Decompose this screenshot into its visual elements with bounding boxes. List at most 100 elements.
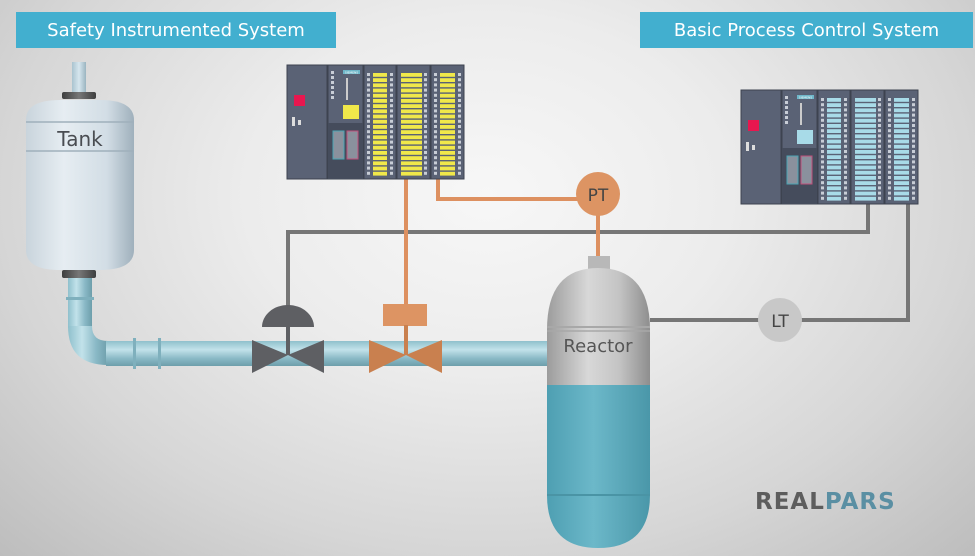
plc-io-led	[390, 140, 393, 144]
plc-io-channel	[827, 139, 841, 144]
plc-switch	[292, 117, 295, 126]
plc-io-led	[434, 171, 437, 175]
plc-io-channel	[855, 124, 876, 128]
plc-brand-label: SIEMENS	[799, 95, 812, 99]
sis-plc-rack[interactable]: SIEMENS	[286, 64, 465, 180]
plc-io-led	[424, 93, 427, 97]
plc-io-led	[821, 134, 824, 138]
plc-io-led	[912, 155, 915, 159]
plc-io-led	[844, 186, 847, 190]
plc-io-led	[424, 88, 427, 92]
realpars-logo: REALPARS	[755, 489, 896, 515]
plc-io-led	[912, 196, 915, 200]
plc-brand-badge	[343, 70, 360, 74]
plc-io-channel	[440, 161, 455, 166]
plc-status-led	[785, 106, 788, 109]
plc-io-led	[367, 88, 370, 92]
plc-io-led	[390, 83, 393, 87]
plc-io-led	[888, 150, 891, 153]
plc-io-led	[367, 109, 370, 113]
plc-io-led	[912, 129, 915, 133]
plc-io-led	[878, 155, 881, 159]
plc-io-led	[844, 134, 847, 138]
plc-io-channel	[894, 170, 909, 175]
plc-io-led	[878, 129, 881, 133]
plc-io-led	[434, 145, 437, 149]
tank-top-flange	[62, 92, 96, 99]
pressure-transmitter[interactable]: PT	[576, 172, 620, 216]
plc-status-led	[785, 111, 788, 114]
plc-io-led	[390, 93, 393, 97]
plc-io-channel	[827, 124, 841, 128]
plc-io-channel	[401, 156, 422, 160]
plc-io-led	[390, 156, 393, 160]
plc-io-channel	[894, 124, 909, 128]
plc-io-led	[888, 170, 891, 174]
plc-status-led	[331, 81, 334, 84]
plc-io-channel	[827, 98, 841, 102]
valve-body	[369, 340, 406, 373]
bpcs-plc-rack[interactable]: SIEMENS	[740, 89, 919, 205]
plc-io-channel	[440, 73, 455, 77]
plc-io-led	[821, 113, 824, 117]
plc-io-led	[912, 139, 915, 143]
reactor-liquid	[547, 385, 650, 548]
bpcs-control-valve[interactable]	[252, 305, 324, 373]
plc-io-led	[390, 166, 393, 170]
plc-io-led	[434, 78, 437, 82]
plc-io-led	[434, 161, 437, 165]
level-transmitter[interactable]: LT	[758, 298, 802, 342]
bpcs-lt-signal-wire	[650, 200, 910, 322]
plc-io-led	[367, 145, 370, 149]
plc-io-led	[424, 73, 427, 76]
plc-io-led	[367, 166, 370, 170]
valve-actuator-box	[383, 304, 427, 326]
plc-io-led	[821, 144, 824, 148]
plc-io-led	[434, 140, 437, 144]
plc-io-channel	[401, 125, 422, 129]
plc-io-led	[888, 165, 891, 169]
plc-io-led	[888, 139, 891, 143]
tank: Tank	[26, 62, 134, 278]
plc-io-led	[458, 140, 461, 144]
plc-io-led	[844, 181, 847, 185]
plc-port-2	[346, 130, 359, 160]
plc-io-led	[888, 191, 891, 195]
plc-io-led	[821, 181, 824, 185]
plc-io-channel	[827, 155, 841, 159]
plc-io-led	[878, 181, 881, 185]
plc-io-led	[844, 196, 847, 200]
plc-io-led	[878, 165, 881, 169]
plc-io-channel	[401, 83, 422, 88]
plc-io-led	[821, 150, 824, 153]
plc-io-led	[458, 83, 461, 87]
plc-io-led	[367, 104, 370, 108]
plc-io-led	[434, 130, 437, 134]
plc-io-channel	[401, 99, 422, 103]
plc-io-led	[912, 103, 915, 107]
plc-io-channel	[373, 88, 387, 93]
plc-io-led	[390, 145, 393, 149]
bpcs-signal-wires	[286, 200, 910, 322]
plc-io-led	[424, 78, 427, 82]
plc-io-channel	[401, 88, 422, 93]
plc-io-channel	[894, 186, 909, 191]
plc-io-led	[390, 104, 393, 108]
lt-label: LT	[771, 312, 789, 332]
plc-io-channel	[894, 191, 909, 196]
sis-safety-valve[interactable]	[369, 304, 442, 373]
plc-io-channel	[855, 113, 876, 118]
plc-io-led	[888, 196, 891, 200]
plc-io-led	[821, 191, 824, 195]
plc-io-led	[844, 160, 847, 164]
plc-io-channel	[894, 165, 909, 170]
plc-io-channel	[440, 93, 455, 98]
plc-io-led	[424, 145, 427, 149]
plc-io-channel	[401, 114, 422, 119]
plc-io-led	[844, 165, 847, 169]
plc-power-indicator	[294, 95, 305, 106]
plc-io-channel	[894, 118, 909, 123]
plc-io-led	[878, 124, 881, 127]
plc-io-led	[888, 124, 891, 127]
